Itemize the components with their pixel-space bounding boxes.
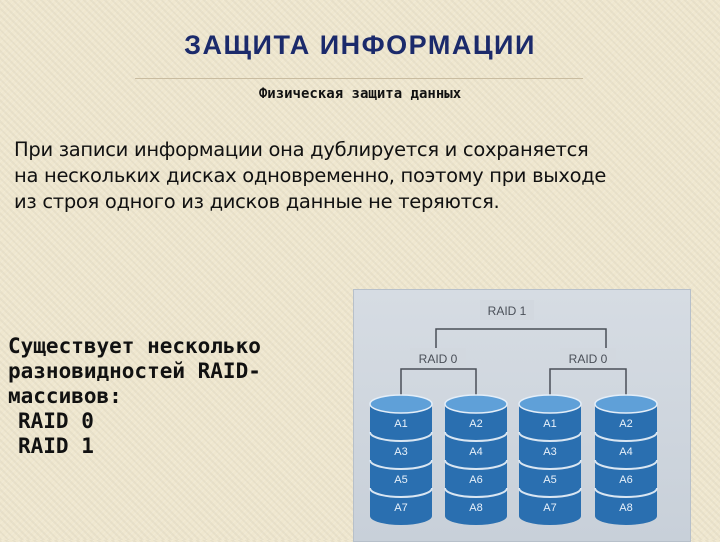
body-line: на нескольких дисках одновременно, поэто…: [14, 164, 607, 187]
side-line: массивов:: [8, 384, 122, 408]
disk-block-label: A8: [619, 502, 632, 514]
disk-block-label: A6: [469, 474, 482, 486]
connector-lines: [400, 328, 627, 400]
disk-separator: [444, 487, 508, 498]
disk-block-label: A4: [619, 446, 632, 458]
disk-top: [444, 394, 508, 414]
disk-body: [519, 404, 581, 525]
disk-body: [370, 404, 432, 525]
side-line: разновидностей RAID-: [8, 359, 261, 383]
disk-separator: [444, 431, 508, 442]
disk-separator: [518, 459, 582, 470]
disk-block-label: A6: [619, 474, 632, 486]
disk-separator: [444, 459, 508, 470]
disk-block-label: A7: [394, 502, 407, 514]
raid0-label-bg: [560, 348, 616, 368]
disk-separator: [594, 487, 658, 498]
slide-subtitle: Физическая защита данных: [258, 86, 462, 102]
disk-separator: [594, 459, 658, 470]
disk-block-label: A5: [543, 474, 556, 486]
body-line: из строя одного из дисков данные не теря…: [14, 190, 500, 213]
side-line: Существует несколько: [8, 334, 261, 358]
raid0-left-connector: [400, 368, 477, 400]
raid-1-item: RAID 1: [18, 434, 94, 458]
disk-body: [445, 404, 507, 525]
disk-block-label: A8: [469, 502, 482, 514]
raid0-left-label: RAID 0: [419, 352, 458, 366]
raid-diagram-svg: RAID 1 RAID 0 RAID 0 A1A3A5A7A2A4A6A8A1A…: [369, 300, 658, 525]
raid1-label: RAID 1: [488, 304, 527, 318]
slide-title: ЗАЩИТА ИНФОРМАЦИИ: [184, 30, 536, 60]
disk-block-label: A1: [543, 418, 556, 430]
disk-top: [594, 394, 658, 414]
disk-block-label: A5: [394, 474, 407, 486]
disk-separator: [594, 431, 658, 442]
raid-types-text: Существует несколько разновидностей RAID…: [8, 334, 348, 459]
raid0-label-bg: [410, 348, 466, 368]
title-divider: [135, 78, 583, 79]
body-line: При записи информации она дублируется и …: [14, 138, 589, 161]
disk-top: [518, 394, 582, 414]
disk-block-label: A2: [619, 418, 632, 430]
disk-separator: [518, 431, 582, 442]
raid0-right-label: RAID 0: [569, 352, 608, 366]
disk-block-label: A2: [469, 418, 482, 430]
disk-block-label: A4: [469, 446, 482, 458]
raid1-connector: [435, 328, 607, 356]
disk-separator: [369, 431, 433, 442]
disk-block-label: A3: [543, 446, 556, 458]
disk-block-label: A1: [394, 418, 407, 430]
disk-separator: [369, 487, 433, 498]
body-paragraph: При записи информации она дублируется и …: [14, 137, 714, 215]
disk-body: [595, 404, 657, 525]
disk-block-label: A3: [394, 446, 407, 458]
raid-0-item: RAID 0: [18, 409, 94, 433]
disk-separator: [518, 487, 582, 498]
disk-block-label: A7: [543, 502, 556, 514]
raid1-label-bg: [480, 300, 534, 320]
disk-separator: [369, 459, 433, 470]
raid0-right-connector: [549, 368, 627, 400]
disk-top: [369, 394, 433, 414]
